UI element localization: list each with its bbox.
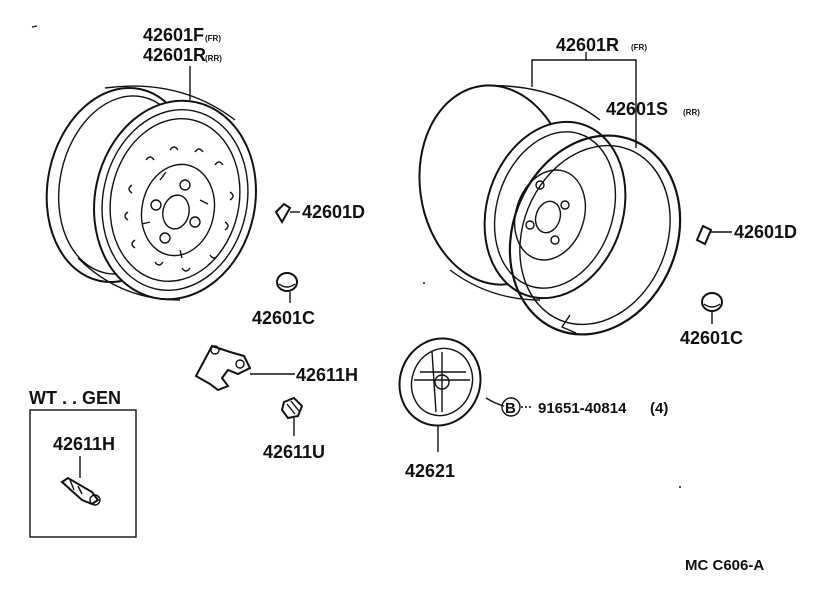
inset-box: WT . . GEN 42611H [29,388,137,538]
label-bolt: 91651-40814 [538,400,627,417]
label-42621: 42621 [405,461,455,481]
label-42611u: 42611U [263,442,325,462]
label-42601f: 42601F [143,25,204,45]
label-42601s: 42601S [606,99,668,119]
bolt-badge-letter: B [505,400,516,417]
label-42601c-left: 42601C [252,308,315,328]
diagram-code: MC C606-A [685,557,764,574]
label-42601d-left: 42601D [302,202,365,222]
leader-right-wheel [531,59,637,148]
label-42601f-suffix: (FR) [205,34,221,43]
label-42601d-right: 42601D [734,222,797,242]
bolt-badge-circle [501,397,521,417]
valve-cap-illustration [280,396,304,436]
cap-nut-left [276,272,298,303]
label-42601r-right-suffix: (FR) [631,43,647,52]
inset-valve-illustration [60,476,101,506]
left-wheel-vent-holes [124,146,234,272]
inset-label-42611h: 42611H [53,434,115,454]
ornament-illustration [398,337,505,452]
right-wheel-illustration [418,84,682,336]
balance-weight-right [695,224,732,246]
inset-title: WT . . GEN [29,388,121,408]
label-42601r-right: 42601R [556,35,619,55]
balance-weight-left [274,202,300,224]
label-42601r-left: 42601R [143,45,206,65]
scan-specks [31,25,681,488]
cap-nut-right [701,292,723,324]
label-bolt-qty: (4) [650,400,668,417]
label-42601c-right: 42601C [680,328,743,348]
left-wheel-illustration [45,85,257,301]
label-42601s-suffix: (RR) [683,108,700,117]
label-42611h: 42611H [296,365,358,385]
label-42601r-left-suffix: (RR) [205,54,222,63]
valve-illustration [194,344,295,392]
